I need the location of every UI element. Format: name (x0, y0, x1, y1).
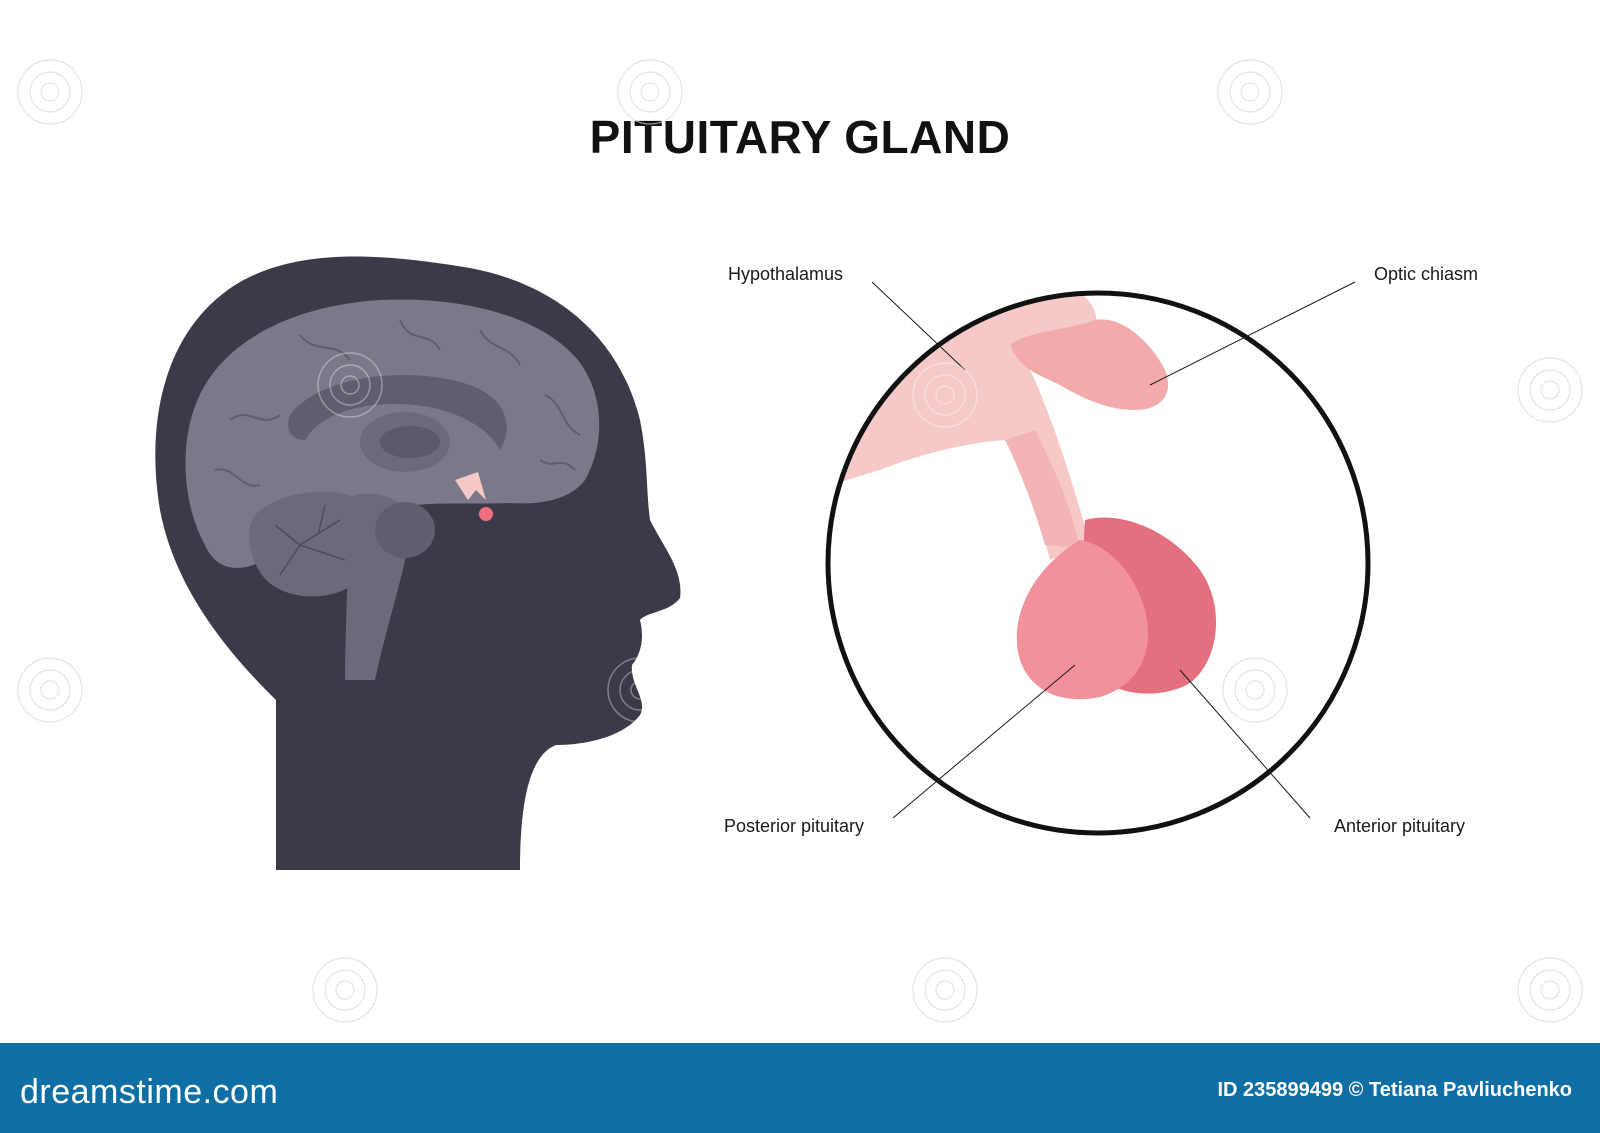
infundibulum (1005, 430, 1080, 548)
hypothalamus-leader (871, 281, 966, 371)
page-title: PITUITARY GLAND (589, 111, 1011, 163)
cerebellum (249, 491, 375, 597)
watermark-swirl-icon (1517, 957, 1583, 1023)
leader-lines (871, 281, 1356, 819)
anterior-pituitary-leader (1179, 669, 1311, 819)
watermark-pattern (17, 59, 1583, 1023)
pons (375, 502, 435, 558)
watermark-swirl-icon (617, 59, 683, 125)
label-optic-chiasm: Optic chiasm (1374, 264, 1479, 284)
watermark-swirl-icon (312, 957, 378, 1023)
optic-chiasm-leader (1149, 281, 1356, 386)
watermark-swirl-icon (912, 362, 978, 428)
corpus-callosum (288, 375, 507, 450)
watermark-swirl-icon (1222, 657, 1288, 723)
watermark-swirl-icon (1217, 59, 1283, 125)
posterior-pituitary-shape (1016, 540, 1148, 700)
footer-bar: dreamstime.com ID 235899499 © Tetiana Pa… (0, 1043, 1600, 1133)
zoom-circle-outline (825, 290, 1371, 836)
label-hypothalamus: Hypothalamus (728, 264, 844, 284)
label-anterior-pituitary: Anterior pituitary (1334, 816, 1466, 836)
pituitary-diagram (155, 256, 1371, 870)
head-illustration (155, 256, 681, 870)
watermark-swirl-icon (912, 957, 978, 1023)
footer-credit: ID 235899499 © Tetiana Pavliuchenko (1217, 1079, 1572, 1101)
posterior-pituitary-leader (892, 664, 1076, 819)
label-posterior-pituitary: Posterior pituitary (724, 816, 865, 836)
watermark-swirl-icon (17, 657, 83, 723)
brain-gyri (214, 319, 581, 487)
optic-chiasm-shape (1010, 319, 1169, 410)
watermark-swirl-icon (317, 352, 383, 418)
cerebellum-arbor (274, 504, 346, 576)
footer-brand: dreamstime.com (20, 1073, 279, 1111)
pituitary-dot (479, 507, 493, 521)
watermark-swirl-icon (607, 657, 673, 723)
thalamus-inner (380, 426, 440, 458)
pituitary-marker (455, 472, 486, 500)
watermark-swirl-icon (17, 59, 83, 125)
watermark-swirl-icon (1517, 357, 1583, 423)
